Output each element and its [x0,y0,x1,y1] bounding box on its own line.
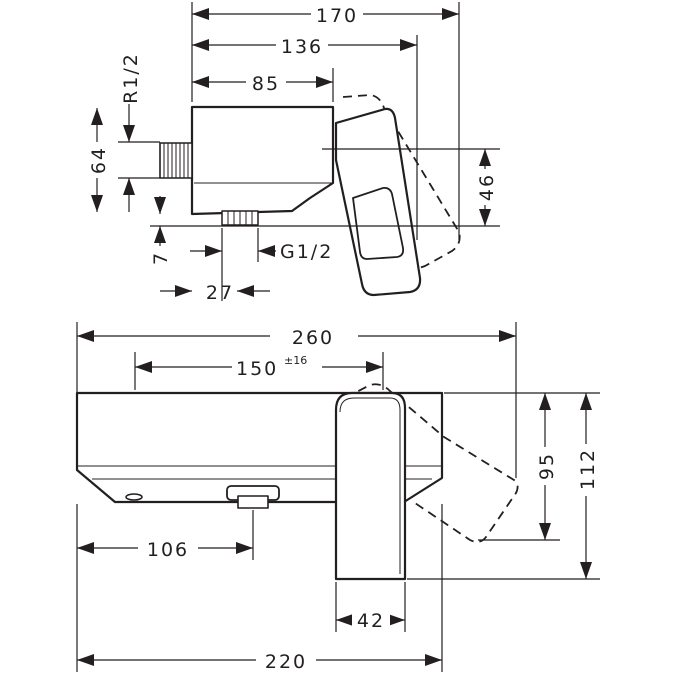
top-view-outlet-thread [221,210,259,226]
dim-260-label: 260 [292,327,334,349]
top-view-mixer-body [190,105,335,216]
dim-150-tolerance: ±16 [284,354,307,367]
dim-46-label: 46 [476,173,498,201]
dim-42-label: 42 [357,610,385,632]
dim-85-label: 85 [252,73,280,95]
dim-7-label: 7 [150,251,172,265]
front-view: 260 150 ±16 95 112 106 42 [75,322,600,673]
top-view-inlet-thread [159,142,193,179]
dim-64-label: 64 [88,146,110,174]
front-view-lever [334,391,407,581]
top-view-lever-opening [352,186,405,260]
dim-112-label: 112 [577,448,599,490]
dim-136-label: 136 [281,36,323,58]
front-view-outlet [226,485,280,509]
dim-r12-label: R1/2 [120,52,142,104]
dim-220-label: 220 [265,651,307,673]
dim-106-label: 106 [147,539,189,561]
dim-95-label: 95 [536,452,558,480]
dim-g12-label: G1/2 [280,241,333,263]
front-view-lever-alt-position [344,383,519,543]
top-view: 170 136 85 64 R1/2 46 [86,2,500,304]
dim-27-label: 27 [206,282,234,304]
dim-150-label: 150 [236,358,278,380]
front-view-screw [125,493,143,501]
dim-170-label: 170 [316,5,358,27]
